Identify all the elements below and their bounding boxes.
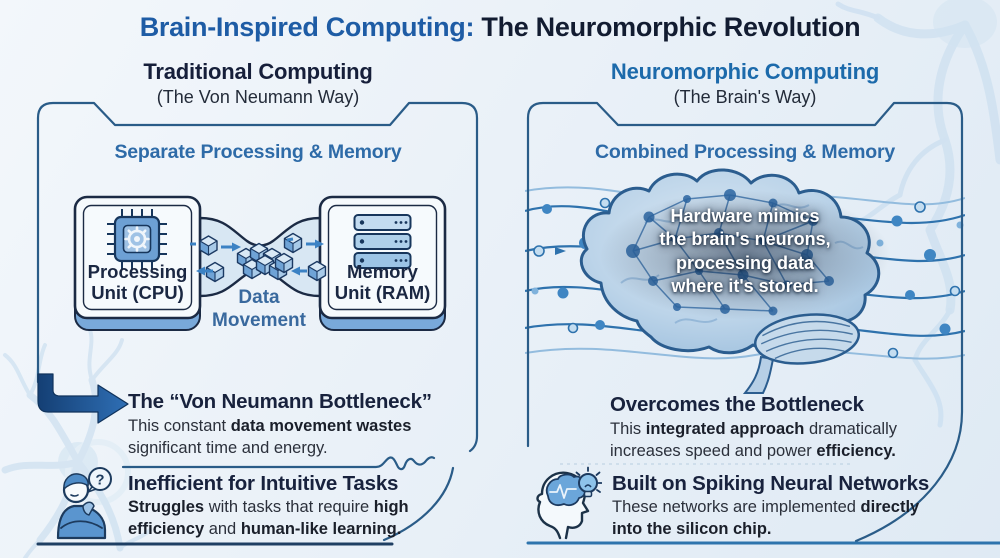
brain-icon [545,473,586,507]
snn-heading: Built on Spiking Neural Networks [612,472,930,495]
cpu-box [73,195,202,331]
left-section-label: Separate Processing & Memory [114,141,402,163]
flow-arrow-icon [190,237,324,276]
confused-person-icon: ? [56,467,112,540]
data-movement-label: Data Movement [212,287,306,331]
brain-caption: Hardware mimics the brain's neurons, pro… [659,206,831,297]
head-profile-icon [536,466,602,540]
brain-stem [742,355,775,394]
right-panel-border [526,101,964,543]
question-mark: ? [95,472,104,489]
left-panel-border [36,101,479,453]
right-section-label: Combined Processing & Memory [595,141,895,163]
cpu-label: Processing Unit (CPU) [87,261,188,304]
bottleneck-heading: The “Von Neumann Bottleneck” [128,390,432,413]
von-neumann-diagram [73,195,447,331]
overcomes-body: This integrated approach dramatically in… [610,420,898,460]
cerebellum [753,313,861,365]
snn-body: These networks are implemented directly … [612,498,920,538]
left-panel-heading: Traditional Computing [143,59,373,84]
cpu-chip-icon [107,209,167,269]
left-panel-subheading: (The Von Neumann Way) [156,87,360,107]
page-title-rest: The Neuromorphic Revolution [474,12,861,42]
right-panel-heading: Neuromorphic Computing [610,59,880,84]
ram-box [318,195,447,331]
ram-label: Memory Unit (RAM) [334,261,431,304]
bottleneck-arrow-icon [37,373,129,424]
ram-stack-icon [353,214,412,269]
lightbulb-icon [575,466,602,498]
page-title: Brain-Inspired Computing: The Neuromorph… [0,12,1000,43]
right-panel-subheading: (The Brain's Way) [673,87,817,107]
overcomes-heading: Overcomes the Bottleneck [610,393,864,416]
inefficient-heading: Inefficient for Intuitive Tasks [128,472,399,495]
left-corner-sweep [382,466,455,542]
bottleneck-body: This constant data movement wastes signi… [128,417,412,457]
inefficient-body: Struggles with tasks that require high e… [128,498,409,538]
left-divider-squiggle [121,456,436,471]
brain-caption-halo [600,190,890,320]
page-title-accent: Brain-Inspired Computing: [139,12,475,42]
question-bubble-icon: ? [87,467,112,493]
